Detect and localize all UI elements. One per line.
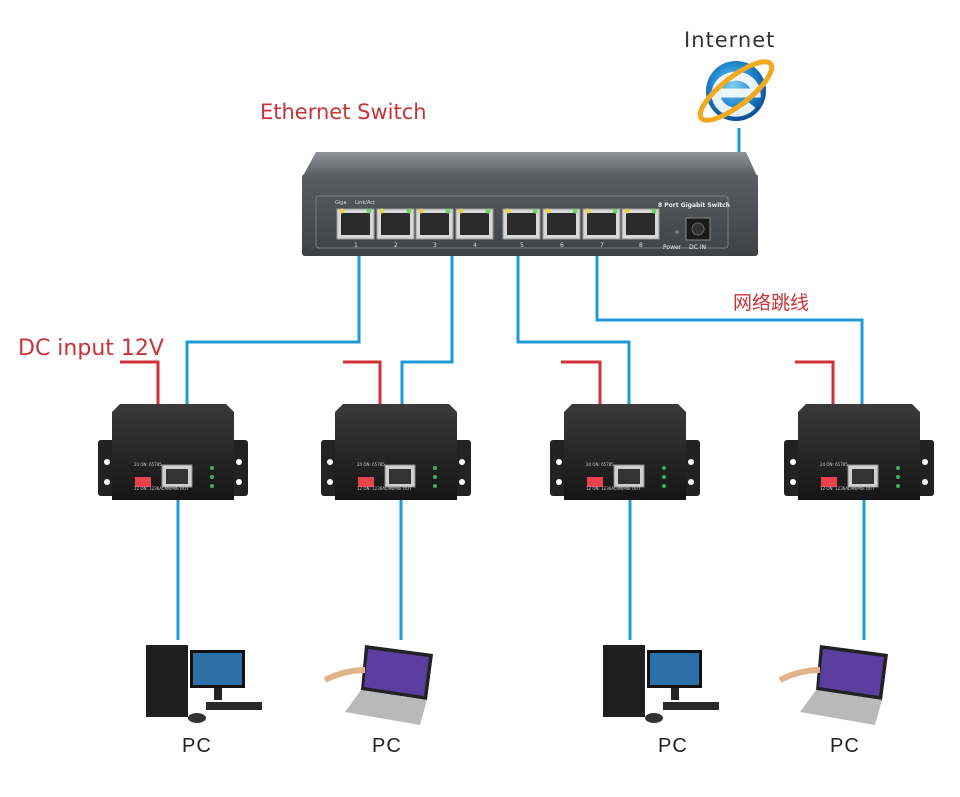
switch-port-5[interactable] [502,208,541,240]
switch-dcin-label: DC IN [689,244,706,251]
dip-switch-label-bottom: 12 ON: 1236A [820,486,849,491]
switch-port-number: 4 [473,242,477,249]
switch-model-label: 8 Port Gigabit Switch [658,202,730,209]
pc-label-1: PC [182,735,212,757]
switch-port-1[interactable] [336,208,375,240]
dc-input-label: DC input 12V [18,336,164,361]
cable-port1 [185,250,361,404]
patch-cable-label: 网络跳线 [733,292,810,314]
switch-port-number: 8 [639,242,643,249]
switch-label: Ethernet Switch [260,100,427,124]
switch-giga-label: Giga [335,200,347,206]
power-cable-2 [343,360,382,404]
switch-port-number: 5 [520,242,524,249]
switch-port-8[interactable] [621,208,660,240]
laptop-pc-icon [778,645,888,725]
lan-poe-out-label: LAN/PoE OUT [614,486,641,491]
dip-switch-label-bottom: 12 ON: 1236A [134,486,163,491]
dip-switch-label-top: 24 ON: 65785 [586,462,614,467]
switch-power-label: Power [663,244,682,251]
dip-switch-label-top: 24 ON: 65785 [357,462,385,467]
poe-extender-3 [550,404,700,500]
power-cable-3 [561,360,602,404]
laptop-pc-icon [323,645,433,725]
desktop-pc-icon [146,645,262,723]
desktop-pc-icon [603,645,719,723]
power-cable-4 [795,360,835,404]
cable-port7 [595,250,864,404]
switch-port-3[interactable] [415,208,454,240]
switch-link-label: Link/Act [355,200,375,206]
switch-port-number: 7 [600,242,604,249]
pc-label-4: PC [830,735,860,757]
dip-switch-label-top: 24 ON: 65785 [820,462,848,467]
switch-port-4[interactable] [455,208,494,240]
cable-port3 [400,250,454,404]
poe-extender-4 [784,404,934,500]
switch-port-number: 2 [394,242,398,249]
internet-label: Internet [684,28,776,52]
switch-port-7[interactable] [582,208,621,240]
switch-port-number: 3 [433,242,437,249]
power-cable-1 [120,360,160,404]
lan-poe-out-label: LAN/PoE OUT [162,486,189,491]
dip-switch-label-bottom: 12 ON: 1236A [357,486,386,491]
ethernet-switch [302,152,758,256]
poe-extender-1 [98,404,248,500]
pc-label-3: PC [658,735,688,757]
cable-port5 [516,250,631,404]
dip-switch-label-bottom: 12 ON: 1236A [586,486,615,491]
poe-extender-2 [321,404,471,500]
pc-label-2: PC [372,735,402,757]
lan-poe-out-label: LAN/PoE OUT [385,486,412,491]
switch-port-2[interactable] [376,208,415,240]
switch-port-6[interactable] [542,208,581,240]
switch-port-number: 1 [354,242,358,249]
dip-switch-label-top: 24 ON: 65785 [134,462,162,467]
switch-port-number: 6 [560,242,564,249]
lan-poe-out-label: LAN/PoE OUT [848,486,875,491]
